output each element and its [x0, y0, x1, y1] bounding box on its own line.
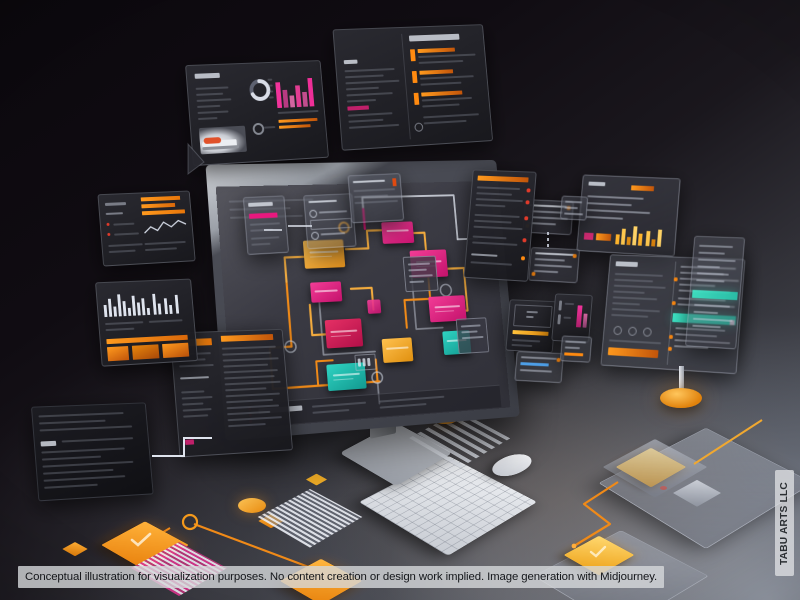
caption-bar: Conceptual illustration for visualizatio…	[18, 566, 665, 588]
screen-widget-list-2	[455, 317, 490, 355]
wire-orange-zigzag	[571, 481, 619, 549]
flow-node-n9	[381, 337, 414, 364]
flow-node-n6	[367, 299, 382, 314]
check-icon	[589, 545, 607, 559]
wire-card-connectors	[264, 225, 312, 231]
analytics-dashboard-panel	[185, 60, 336, 174]
note-card-small	[242, 195, 292, 258]
caption-text: Conceptual illustration for visualizatio…	[25, 571, 658, 583]
wire-cards-vertical	[547, 232, 549, 248]
flow-node-n5	[324, 318, 364, 349]
screen-widget-slider	[354, 353, 377, 371]
mini-card-a	[559, 195, 590, 222]
bar-chart	[275, 77, 315, 109]
screen-widget-list	[402, 255, 439, 293]
chip-arrow-orange	[62, 540, 88, 558]
watermark-text: TABU ARTS LLC	[779, 481, 790, 565]
check-icon	[130, 532, 152, 548]
panel-stand-post	[679, 366, 684, 396]
chip-gold-small	[305, 472, 328, 488]
revenue-panel	[576, 174, 686, 262]
callout-tail	[187, 142, 205, 175]
disc-node-orange	[234, 498, 272, 521]
edge-code-panel	[685, 235, 746, 352]
histogram-panel	[95, 278, 204, 370]
log-panel	[30, 402, 160, 504]
mini-card-b	[559, 335, 594, 364]
flow-node-n10	[310, 281, 343, 303]
wire-orange-right-edge	[693, 419, 763, 465]
checklist-panel	[463, 169, 540, 286]
watermark: TABU ARTS LLC	[775, 470, 794, 576]
panel-stand-base	[660, 388, 704, 410]
metrics-panel	[97, 190, 202, 272]
code-review-panel	[332, 24, 502, 156]
wire-white-log-connector	[152, 437, 212, 457]
